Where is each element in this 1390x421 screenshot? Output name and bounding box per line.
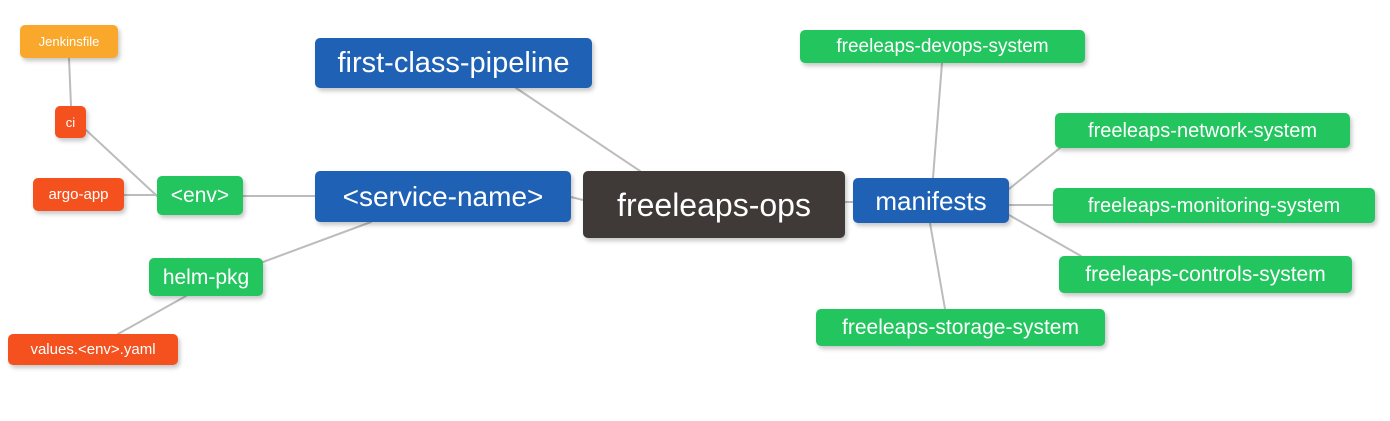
- edge-service-name-to-helm-pkg: [262, 221, 372, 263]
- node-env[interactable]: <env>: [157, 176, 243, 215]
- node-label-freeleaps-controls-system: freeleaps-controls-system: [1085, 263, 1326, 286]
- edge-manifests-to-freeleaps-storage-system: [929, 222, 946, 310]
- node-first-class-pipeline[interactable]: first-class-pipeline: [315, 38, 592, 88]
- node-freeleaps-ops[interactable]: freeleaps-ops: [583, 171, 845, 238]
- edge-service-name-to-freeleaps-ops: [570, 196, 584, 201]
- node-freeleaps-monitoring-system[interactable]: freeleaps-monitoring-system: [1053, 188, 1375, 223]
- node-helm-pkg[interactable]: helm-pkg: [149, 258, 263, 296]
- node-label-freeleaps-ops: freeleaps-ops: [617, 186, 811, 223]
- edge-first-class-pipeline-to-freeleaps-ops: [515, 87, 641, 172]
- edge-helm-pkg-to-values-env-yaml: [117, 295, 187, 335]
- node-label-service-name: <service-name>: [342, 180, 544, 212]
- node-freeleaps-devops-system[interactable]: freeleaps-devops-system: [800, 30, 1085, 63]
- node-ci[interactable]: ci: [55, 106, 86, 138]
- node-label-freeleaps-monitoring-system: freeleaps-monitoring-system: [1087, 194, 1341, 217]
- node-label-ci: ci: [65, 114, 76, 130]
- node-label-freeleaps-storage-system: freeleaps-storage-system: [842, 316, 1079, 339]
- node-label-first-class-pipeline: first-class-pipeline: [337, 46, 570, 79]
- node-freeleaps-controls-system[interactable]: freeleaps-controls-system: [1059, 256, 1352, 293]
- edge-ci-to-env: [85, 129, 158, 197]
- node-label-argo-app: argo-app: [48, 186, 109, 203]
- node-label-freeleaps-network-system: freeleaps-network-system: [1088, 119, 1317, 142]
- node-label-freeleaps-devops-system: freeleaps-devops-system: [836, 36, 1049, 57]
- node-label-jenkinsfile: Jenkinsfile: [38, 34, 100, 49]
- edge-manifests-to-freeleaps-controls-system: [1008, 214, 1082, 257]
- node-label-values-env-yaml: values.<env>.yaml: [30, 341, 156, 358]
- node-label-manifests: manifests: [875, 185, 987, 216]
- node-argo-app[interactable]: argo-app: [33, 178, 124, 211]
- edge-manifests-to-freeleaps-network-system: [1008, 147, 1061, 190]
- node-service-name[interactable]: <service-name>: [315, 171, 571, 222]
- node-manifests[interactable]: manifests: [853, 178, 1009, 223]
- node-jenkinsfile[interactable]: Jenkinsfile: [20, 25, 118, 58]
- node-freeleaps-network-system[interactable]: freeleaps-network-system: [1055, 113, 1350, 148]
- edge-jenkinsfile-to-ci: [68, 57, 72, 107]
- node-freeleaps-storage-system[interactable]: freeleaps-storage-system: [816, 309, 1105, 346]
- edge-manifests-to-freeleaps-devops-system: [932, 62, 943, 179]
- node-values-env-yaml[interactable]: values.<env>.yaml: [8, 334, 178, 365]
- node-label-env: <env>: [170, 184, 230, 207]
- node-label-helm-pkg: helm-pkg: [162, 265, 250, 289]
